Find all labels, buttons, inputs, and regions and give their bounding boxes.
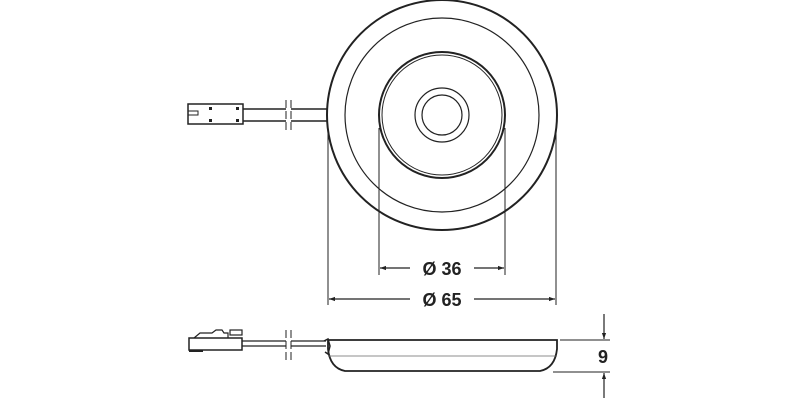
strain-relief (323, 337, 331, 356)
housing-outer-edge (326, 0, 558, 231)
connector-plug-icon (187, 103, 244, 125)
lens-outer-ring (378, 51, 506, 179)
connector-plug-side-icon (188, 329, 243, 352)
outer-diameter-label: Ø 65 (422, 290, 461, 310)
side-view (188, 329, 610, 373)
cable-break-mark (285, 100, 292, 132)
outer-diameter-dimension: Ø 65 (329, 290, 555, 310)
cable (243, 108, 328, 122)
puck-body-profile (327, 339, 558, 372)
extension-lines (327, 128, 557, 305)
height-label: 9 (598, 347, 608, 367)
led-inner-ring (421, 94, 463, 136)
inner-diameter-label: Ø 36 (422, 259, 461, 279)
side-cable-break-mark (285, 330, 292, 360)
top-view (187, 0, 558, 305)
side-cable (242, 340, 326, 347)
housing-inner-ring (344, 17, 540, 213)
inner-diameter-dimension: Ø 36 (380, 259, 504, 279)
height-dimension: 9 (598, 314, 608, 398)
led-outer-ring (414, 87, 470, 143)
lens-inner-ring (381, 54, 503, 176)
